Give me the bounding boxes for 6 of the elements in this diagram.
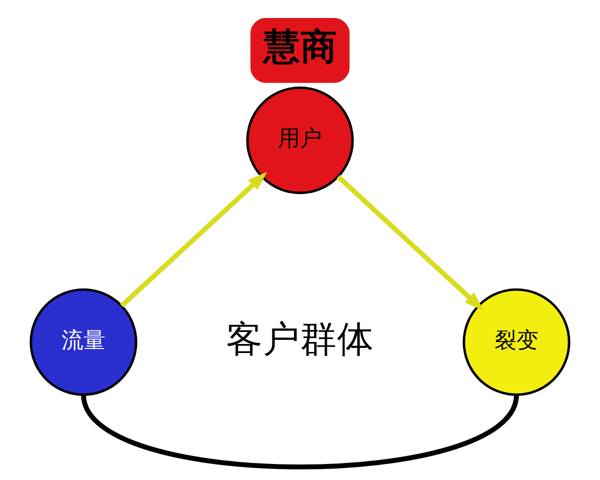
node-circle: 流量	[30, 288, 138, 396]
connector	[81, 394, 519, 470]
label: 客户群体	[226, 317, 374, 360]
arrow	[120, 172, 268, 308]
arrow	[336, 174, 484, 311]
diagram-title: 慧商	[263, 24, 338, 68]
